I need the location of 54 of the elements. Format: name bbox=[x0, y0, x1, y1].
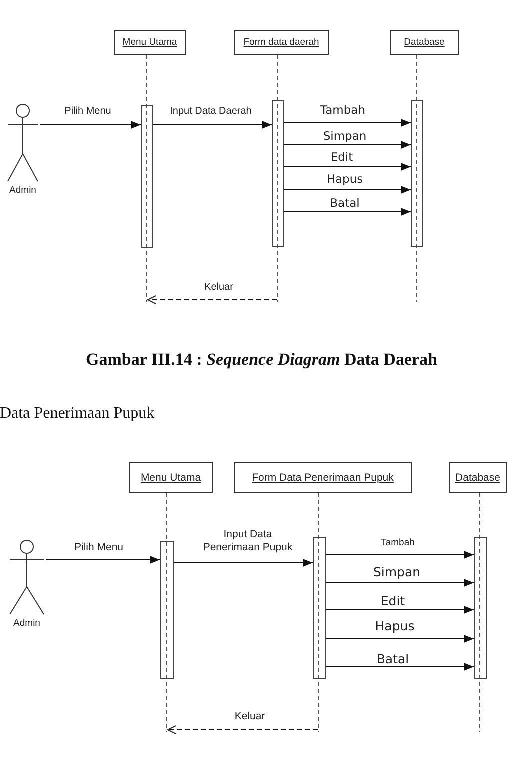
figure-caption: Gambar III.14 : Sequence Diagram Data Daerah bbox=[86, 350, 438, 370]
message-label: Edit bbox=[330, 151, 354, 165]
message-label: Simpan bbox=[323, 130, 367, 144]
actor-label: Admin bbox=[8, 185, 38, 197]
message-arrow bbox=[326, 551, 474, 559]
message-label: Hapus bbox=[375, 618, 415, 634]
message-arrow bbox=[284, 141, 412, 149]
participant-box: Database bbox=[449, 462, 507, 493]
activation-bar bbox=[160, 541, 174, 679]
lifeline bbox=[277, 55, 279, 302]
participant-box: Menu Utama bbox=[114, 30, 186, 55]
message-arrow bbox=[284, 163, 412, 171]
activation-bar bbox=[141, 105, 153, 248]
actor-label: Admin bbox=[12, 618, 42, 630]
activation-bar bbox=[474, 537, 487, 679]
participant-box: Form Data Penerimaan Pupuk bbox=[234, 462, 412, 493]
message-label: Hapus bbox=[326, 173, 364, 187]
message-arrow bbox=[174, 559, 314, 567]
message-label: Input Data Daerah bbox=[170, 106, 252, 118]
message-label: Tambah bbox=[381, 537, 415, 549]
message-arrow bbox=[326, 579, 474, 587]
lifeline bbox=[318, 493, 320, 732]
lifeline bbox=[166, 493, 168, 732]
activation-bar bbox=[272, 100, 284, 247]
message-arrow bbox=[46, 556, 160, 564]
message-label: Edit bbox=[380, 594, 406, 608]
message-arrow bbox=[284, 186, 412, 194]
participant-box: Form data daerah bbox=[234, 30, 329, 55]
lifeline bbox=[146, 55, 148, 302]
message-arrow bbox=[326, 663, 474, 671]
participant-box: Database bbox=[390, 30, 459, 55]
message-label: Pilih Menu bbox=[74, 542, 124, 554]
lifeline bbox=[479, 493, 481, 732]
activation-bar bbox=[411, 100, 423, 247]
dashed-arrow bbox=[167, 725, 318, 735]
activation-bar bbox=[313, 537, 326, 679]
message-label: Batal bbox=[376, 652, 410, 666]
message-label: Pilih Menu bbox=[64, 106, 112, 118]
lifeline bbox=[416, 55, 418, 302]
participant-box: Menu Utama bbox=[129, 462, 213, 493]
message-label: Simpan bbox=[373, 564, 421, 580]
message-label: Input Data Penerimaan Pupuk bbox=[202, 528, 294, 554]
message-label: Keluar bbox=[204, 282, 234, 294]
message-label: Tambah bbox=[320, 104, 366, 118]
message-arrow bbox=[326, 606, 474, 614]
message-arrow bbox=[152, 121, 272, 129]
message-label: Batal bbox=[330, 197, 360, 211]
dashed-arrow bbox=[147, 295, 278, 305]
section-heading: Data Penerimaan Pupuk bbox=[0, 405, 155, 423]
message-label: Keluar bbox=[234, 710, 266, 724]
message-arrow bbox=[326, 635, 474, 643]
message-arrow bbox=[284, 119, 412, 127]
message-arrow bbox=[40, 121, 142, 129]
message-arrow bbox=[284, 208, 412, 216]
